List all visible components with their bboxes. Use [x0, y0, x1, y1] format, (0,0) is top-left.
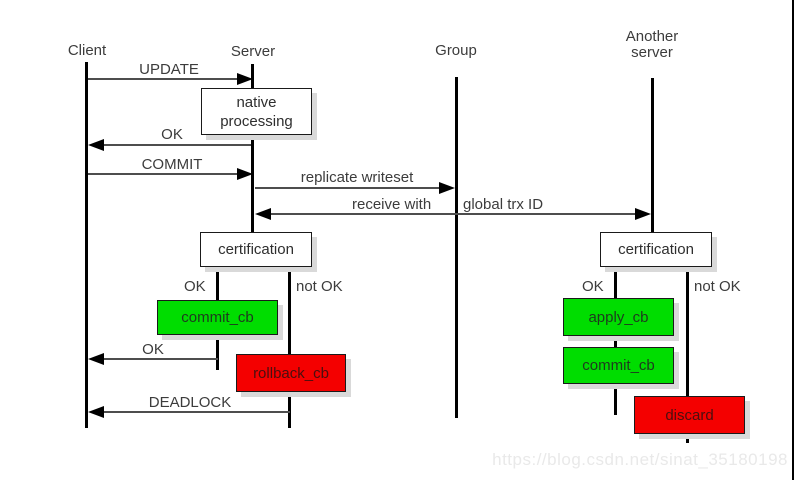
update-arrow-line [88, 78, 238, 80]
deadlock-message-label: DEADLOCK [148, 394, 232, 411]
certification-another-label: certification [618, 241, 694, 258]
receive-with-label: receive with [352, 196, 432, 213]
ok-commit-arrowhead-icon [88, 353, 104, 365]
apply-cb-label: apply_cb [588, 308, 649, 326]
client-lifeline [85, 62, 88, 428]
group-lifeline [455, 77, 458, 418]
ok-native-arrowhead-icon [88, 139, 104, 151]
server-not-ok-label: not OK [296, 278, 343, 295]
actor-label-group: Group [435, 42, 477, 59]
replicate-arrow-line [255, 187, 441, 189]
discard-label: discard [665, 406, 714, 424]
server-not-ok-branch-line [288, 265, 291, 428]
receive-arrow-line [270, 213, 636, 215]
actor-label-another-server-line1: Another [625, 28, 679, 45]
replicate-arrowhead-icon [439, 182, 455, 194]
commit-arrowhead-icon [237, 168, 253, 180]
native-processing-text: native processing [220, 93, 293, 131]
actor-label-client: Client [67, 42, 107, 59]
update-arrowhead-icon [237, 73, 253, 85]
rollback-cb-label: rollback_cb [253, 364, 329, 382]
receive-arrowhead-right-icon [635, 208, 651, 220]
another-ok-branch-line [614, 265, 617, 415]
native-processing-line2: processing [220, 112, 293, 130]
server-ok-label: OK [184, 278, 206, 295]
deadlock-arrowhead-icon [88, 406, 104, 418]
right-border-line [792, 0, 794, 480]
server-lifeline [251, 64, 254, 233]
deadlock-arrow-line [103, 411, 290, 413]
certification-box-server: certification [200, 232, 312, 267]
commit-message-label: COMMIT [141, 156, 203, 173]
discard-box: discard [634, 396, 745, 434]
ok-native-arrow-line [103, 144, 251, 146]
actor-label-another-server: Another server [626, 29, 679, 61]
native-processing-line1: native [236, 93, 277, 111]
commit-cb-server-label: commit_cb [181, 309, 254, 326]
commit-arrow-line [88, 173, 238, 175]
ok-native-message-label: OK [161, 126, 183, 143]
rollback-cb-box: rollback_cb [236, 354, 346, 392]
actor-label-another-server-line2: server [631, 44, 673, 61]
actor-label-server: Server [230, 43, 276, 60]
commit-cb-another-label: commit_cb [582, 357, 655, 374]
receive-arrowhead-left-icon [255, 208, 271, 220]
commit-cb-server-box: commit_cb [157, 300, 278, 335]
another-not-ok-branch-line [686, 265, 689, 443]
ok-commit-message-label: OK [142, 341, 164, 358]
another-ok-label: OK [582, 278, 604, 295]
another-not-ok-label: not OK [694, 278, 741, 295]
update-message-label: UPDATE [139, 61, 199, 78]
native-processing-box: native processing [201, 88, 312, 135]
another-server-lifeline [651, 78, 654, 233]
watermark-url: https://blog.csdn.net/sinat_35180198 [492, 450, 788, 469]
certification-box-another: certification [600, 232, 712, 267]
ok-commit-arrow-line [103, 358, 218, 360]
global-trx-id-label: global trx ID [463, 196, 544, 213]
apply-cb-box: apply_cb [563, 298, 674, 336]
replicate-message-label: replicate writeset [300, 169, 414, 186]
commit-cb-another-box: commit_cb [563, 347, 674, 384]
certification-server-label: certification [218, 241, 294, 258]
